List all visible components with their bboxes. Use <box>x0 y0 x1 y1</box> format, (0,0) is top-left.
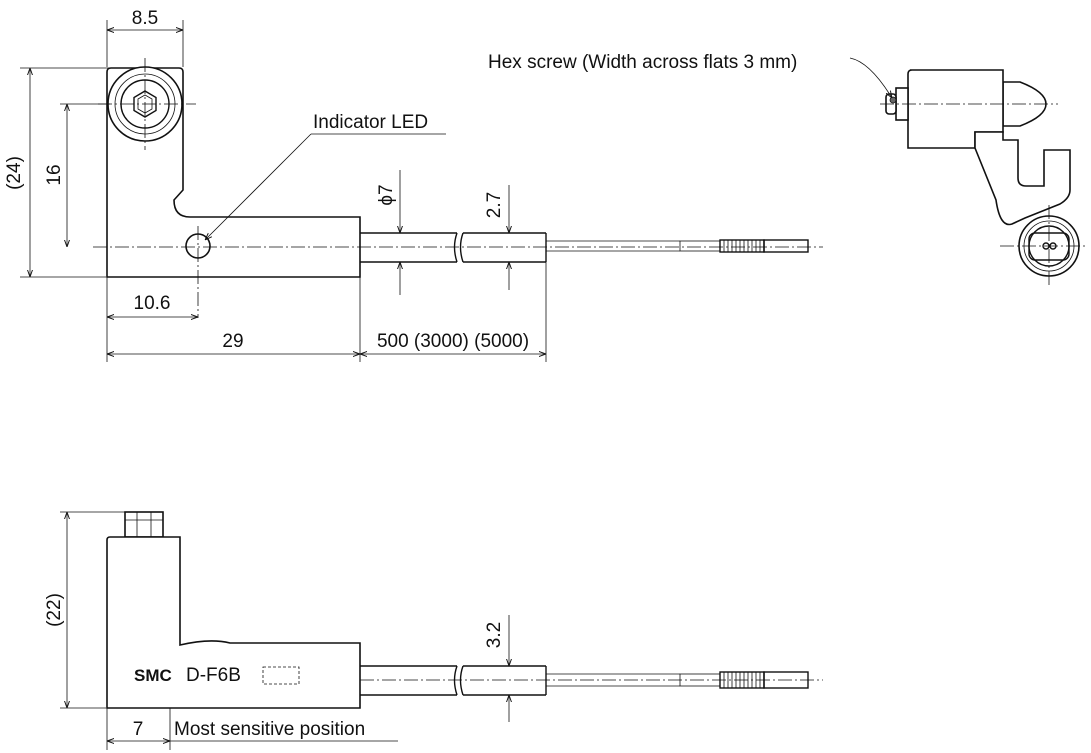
hex-screw-side <box>124 511 164 538</box>
side-view: SMC D-F6B (22) 3.2 <box>44 511 823 750</box>
dim-sensitive: 7 <box>133 719 144 740</box>
dim-wire-dia: 2.7 <box>484 192 505 218</box>
label-hex-screw: Hex screw (Width across flats 3 mm) <box>488 52 797 73</box>
dim-cable-dia: ϕ7 <box>376 184 397 205</box>
dim-height-center: 16 <box>44 164 65 185</box>
end-view: Hex screw (Width across flats 3 mm) <box>488 52 1085 288</box>
dim-height-overall: (24) <box>4 156 25 190</box>
brand-mark: SMC <box>134 666 172 685</box>
dim-cable-len: 500 (3000) (5000) <box>377 331 529 352</box>
led-window-side <box>262 666 300 685</box>
dim-led-pos: 10.6 <box>134 293 171 314</box>
model-mark: D-F6B <box>186 665 241 686</box>
top-view: 8.5 (24) 16 ϕ7 2.7 10.6 29 500 (3000) (5… <box>4 8 823 362</box>
dim-wire-dia-side: 3.2 <box>484 622 505 648</box>
dim-body-len: 29 <box>222 331 243 352</box>
label-most-sensitive: Most sensitive position <box>174 719 365 740</box>
dim-width-top: 8.5 <box>132 8 158 29</box>
switch-body-side <box>106 536 361 709</box>
label-indicator-led: Indicator LED <box>313 112 428 133</box>
cable-side <box>360 665 809 696</box>
dim-height-side: (22) <box>44 593 65 627</box>
cable-top <box>360 232 809 263</box>
